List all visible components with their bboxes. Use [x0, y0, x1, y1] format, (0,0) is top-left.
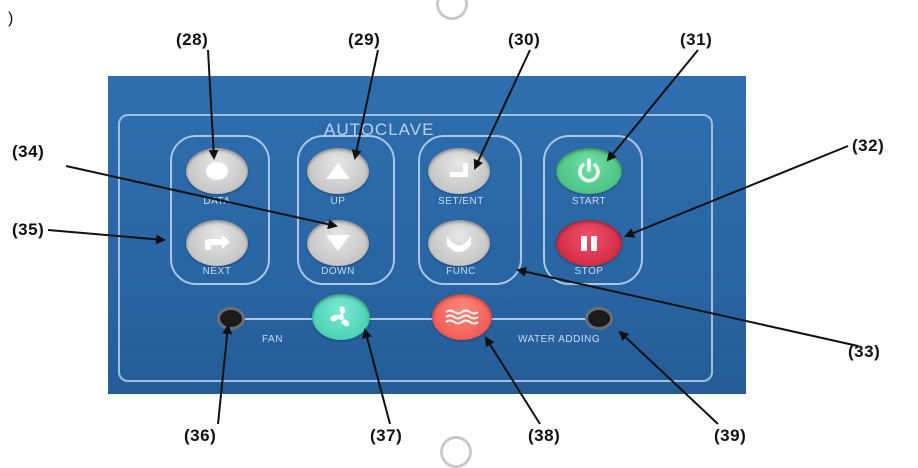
callout-arrows	[47, 49, 859, 425]
arrow-33	[516, 266, 859, 347]
circle-icon	[206, 162, 228, 180]
down-button[interactable]	[307, 220, 369, 266]
data-label: DATA	[203, 196, 231, 207]
arrow-39	[618, 330, 719, 425]
arrow-right-icon	[205, 235, 230, 250]
callout-33: (33)	[848, 342, 881, 361]
callout-34: (34)	[12, 142, 45, 161]
callout-39: (39)	[714, 426, 747, 445]
corner-mark: )	[8, 10, 14, 27]
callout-30: (30)	[508, 30, 541, 49]
callout-38: (38)	[528, 426, 561, 445]
group-up-down	[297, 135, 395, 285]
arrow-36	[217, 324, 233, 425]
arrow-30	[473, 49, 531, 170]
group-set-func	[418, 135, 522, 285]
arrow-38	[484, 336, 541, 425]
panel-border	[118, 114, 713, 382]
fan-label: FAN	[262, 334, 283, 345]
arrow-28	[207, 49, 219, 160]
callout-35: (35)	[12, 220, 45, 239]
start-label: START	[571, 196, 607, 207]
waves-icon	[445, 309, 479, 325]
water-adding-label: WATER ADDING	[518, 334, 601, 345]
arrow-35	[47, 229, 166, 245]
group-data-next	[170, 135, 270, 285]
water-adding-button[interactable]	[432, 294, 492, 340]
water-adding-indicator-led	[588, 310, 610, 327]
next-button[interactable]	[186, 220, 248, 266]
curve-icon	[447, 236, 471, 252]
arrow-32	[624, 145, 849, 238]
next-label: NEXT	[202, 266, 232, 277]
set-ent-label: SET/ENT	[438, 196, 484, 207]
stop-button[interactable]	[556, 220, 622, 266]
fan-indicator-led	[220, 310, 242, 327]
callout-31: (31)	[680, 30, 713, 49]
callout-29: (29)	[348, 30, 381, 49]
power-icon	[578, 158, 600, 183]
pause-icon	[581, 236, 597, 251]
indicator-line	[238, 318, 598, 320]
arrow-37	[362, 328, 391, 425]
down-label: DOWN	[321, 266, 355, 277]
callout-36: (36)	[184, 426, 217, 445]
callout-37: (37)	[370, 426, 403, 445]
triangle-down-icon	[326, 235, 350, 251]
up-label: UP	[330, 196, 346, 207]
fan-icon	[330, 306, 350, 327]
callout-32: (32)	[852, 136, 885, 155]
arrow-29	[351, 49, 379, 160]
arrow-31	[606, 49, 699, 162]
enter-icon	[450, 163, 468, 177]
func-label: FUNC	[446, 266, 476, 277]
triangle-up-icon	[326, 163, 350, 179]
func-button[interactable]	[428, 220, 490, 266]
callout-28: (28)	[176, 30, 209, 49]
stop-label: STOP	[574, 266, 604, 277]
fan-button[interactable]	[312, 294, 370, 340]
binder-ring-top	[436, 0, 468, 20]
group-start-stop	[543, 135, 643, 285]
arrow-34	[65, 165, 338, 230]
